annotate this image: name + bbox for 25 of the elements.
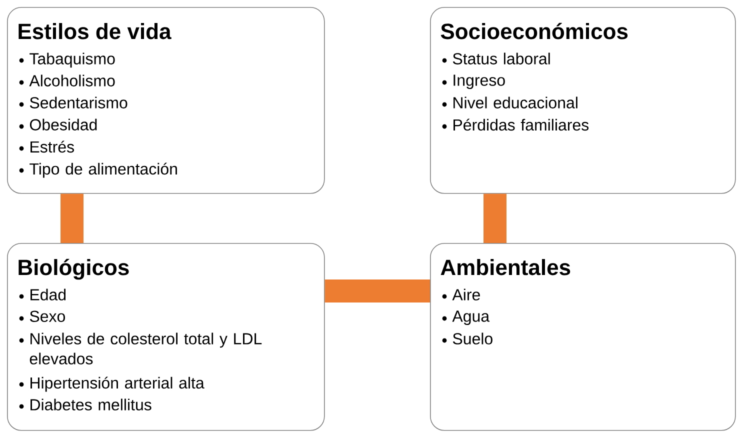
- bullet-item: Aire: [442, 288, 480, 300]
- bullet-item: Status laboral: [442, 52, 550, 64]
- connector-bar: [324, 280, 430, 302]
- bullet-item: Suelo: [442, 332, 492, 344]
- bullet-item: Tabaquismo: [19, 52, 115, 68]
- bullet-item: Edad: [19, 288, 66, 300]
- bullet-item: Sedentarismo: [19, 96, 128, 108]
- bullet-item: Pérdidas familiares: [442, 118, 589, 131]
- heading: Estilos de vida: [18, 23, 172, 40]
- bullet-item: Hipertensión arterial alta: [19, 376, 204, 392]
- bullet-item: Estrés: [19, 140, 74, 153]
- bullet-item: Diabetes mellitus: [19, 398, 152, 410]
- bullet-item: Ingreso: [442, 74, 505, 90]
- bullet-item: Alcoholismo: [19, 74, 115, 86]
- connector-bar: [60, 194, 84, 243]
- bullet-item: Nivel educacional: [442, 96, 578, 108]
- heading: Biológicos: [18, 258, 129, 280]
- connector-bar: [484, 194, 506, 243]
- bullet-item: Niveles de colesterol total y LDL elevados: [19, 332, 262, 364]
- bullet-item: Tipo de alimentación: [19, 162, 177, 178]
- heading: Ambientales: [440, 259, 570, 276]
- bullet-item: Agua: [442, 310, 490, 326]
- bullet-item: Sexo: [19, 310, 65, 322]
- bullet-item: Obesidad: [19, 118, 97, 130]
- heading: Socioeconómicos: [440, 22, 628, 40]
